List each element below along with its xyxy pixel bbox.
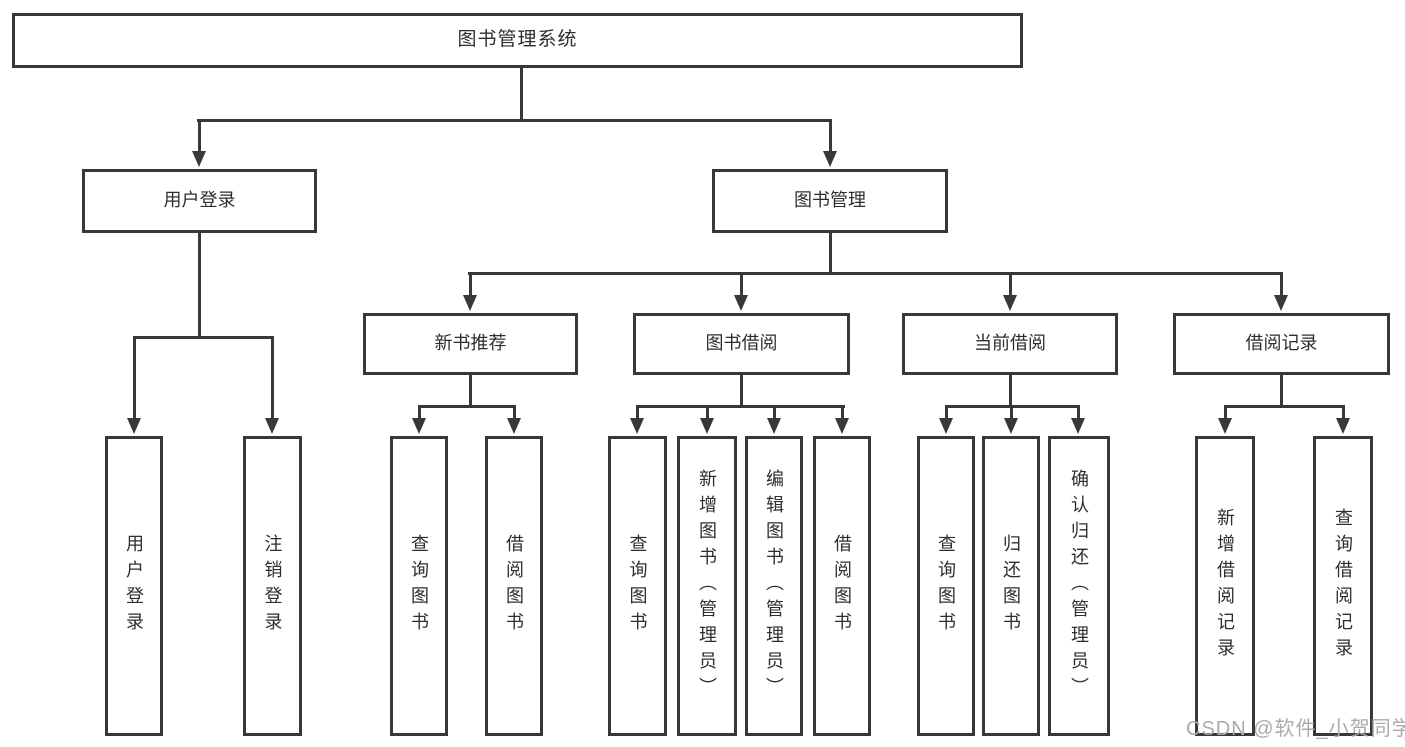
csdn-watermark: CSDN @软件_小贺同学 — [1186, 718, 1405, 740]
connector-drop-user-login — [198, 119, 201, 155]
connector-new-book-recommend-stem — [469, 374, 472, 408]
leaf-nbr-borrow-books: 借阅图书 — [485, 436, 543, 736]
node-book-management: 图书管理 — [712, 169, 948, 233]
arrowhead-into-cb-return-books — [1004, 418, 1018, 434]
leaf-br-add-borrow-record: 新增借阅记录 — [1195, 436, 1255, 736]
connector-drop-borrowing-records — [1280, 272, 1283, 298]
arrowhead-into-br-query-record — [1336, 418, 1350, 434]
connector-drop-cb-confirm-return — [1077, 405, 1080, 421]
node-library-management-system: 图书管理系统 — [12, 13, 1023, 68]
connector-drop-br-add-record — [1224, 405, 1227, 421]
connector-drop-book-borrowing — [740, 272, 743, 298]
connector-book-borrowing-split — [636, 405, 845, 408]
leaf-bb-edit-books-admin: 编辑图书（管理员） — [745, 436, 803, 736]
connector-root-split — [197, 119, 832, 122]
arrowhead-into-cb-query-books — [939, 418, 953, 434]
connector-drop-nbr-query-books — [418, 405, 421, 421]
arrowhead-into-leaf-logout — [265, 418, 279, 434]
connector-book-management-stem — [829, 232, 832, 275]
node-borrowing-records: 借阅记录 — [1173, 313, 1390, 375]
connector-drop-bb-edit-books — [773, 405, 776, 421]
arrowhead-into-br-add-record — [1218, 418, 1232, 434]
arrowhead-into-bb-query-books — [630, 418, 644, 434]
connector-drop-br-query-record — [1342, 405, 1345, 421]
connector-borrowing-records-split — [1224, 405, 1345, 408]
leaf-cb-return-books: 归还图书 — [982, 436, 1040, 736]
node-current-borrowing: 当前借阅 — [902, 313, 1118, 375]
connector-book-borrowing-stem — [740, 374, 743, 408]
arrowhead-into-new-book-recommend — [463, 295, 477, 311]
leaf-br-query-borrow-record: 查询借阅记录 — [1313, 436, 1373, 736]
arrowhead-into-bb-edit-books — [767, 418, 781, 434]
arrowhead-into-book-borrowing — [734, 295, 748, 311]
leaf-user-login: 用户登录 — [105, 436, 163, 736]
connector-drop-bb-borrow-books — [841, 405, 844, 421]
arrowhead-into-book-management — [823, 151, 837, 167]
arrowhead-into-cb-confirm-return — [1071, 418, 1085, 434]
connector-user-login-stem — [198, 232, 201, 339]
arrowhead-into-nbr-borrow-books — [507, 418, 521, 434]
connector-user-login-split — [133, 336, 274, 339]
connector-new-book-recommend-split — [418, 405, 516, 408]
leaf-bb-add-books-admin: 新增图书（管理员） — [677, 436, 737, 736]
connector-drop-bb-add-books — [706, 405, 709, 421]
arrowhead-into-current-borrowing — [1003, 295, 1017, 311]
leaf-bb-borrow-books: 借阅图书 — [813, 436, 871, 736]
node-new-book-recommend: 新书推荐 — [363, 313, 578, 375]
connector-drop-current-borrowing — [1009, 272, 1012, 298]
connector-drop-leaf-user-login — [133, 336, 136, 421]
connector-borrowing-records-stem — [1280, 374, 1283, 408]
connector-drop-cb-return-books — [1010, 405, 1013, 421]
connector-book-management-split — [468, 272, 1282, 275]
connector-current-borrowing-stem — [1009, 374, 1012, 408]
arrowhead-into-bb-add-books — [700, 418, 714, 434]
connector-drop-bb-query-books — [636, 405, 639, 421]
leaf-nbr-query-books: 查询图书 — [390, 436, 448, 736]
arrowhead-into-user-login — [192, 151, 206, 167]
arrowhead-into-nbr-query-books — [412, 418, 426, 434]
connector-drop-nbr-borrow-books — [513, 405, 516, 421]
connector-root-stem — [520, 66, 523, 122]
node-user-login: 用户登录 — [82, 169, 317, 233]
connector-drop-book-management — [829, 119, 832, 155]
arrowhead-into-bb-borrow-books — [835, 418, 849, 434]
leaf-bb-query-books: 查询图书 — [608, 436, 667, 736]
connector-drop-new-book-recommend — [469, 272, 472, 298]
arrowhead-into-leaf-user-login — [127, 418, 141, 434]
node-book-borrowing: 图书借阅 — [633, 313, 850, 375]
leaf-logout: 注销登录 — [243, 436, 302, 736]
leaf-cb-confirm-return-admin: 确认归还（管理员） — [1048, 436, 1110, 736]
leaf-cb-query-books: 查询图书 — [917, 436, 975, 736]
connector-drop-cb-query-books — [945, 405, 948, 421]
connector-drop-leaf-logout — [271, 336, 274, 421]
arrowhead-into-borrowing-records — [1274, 295, 1288, 311]
